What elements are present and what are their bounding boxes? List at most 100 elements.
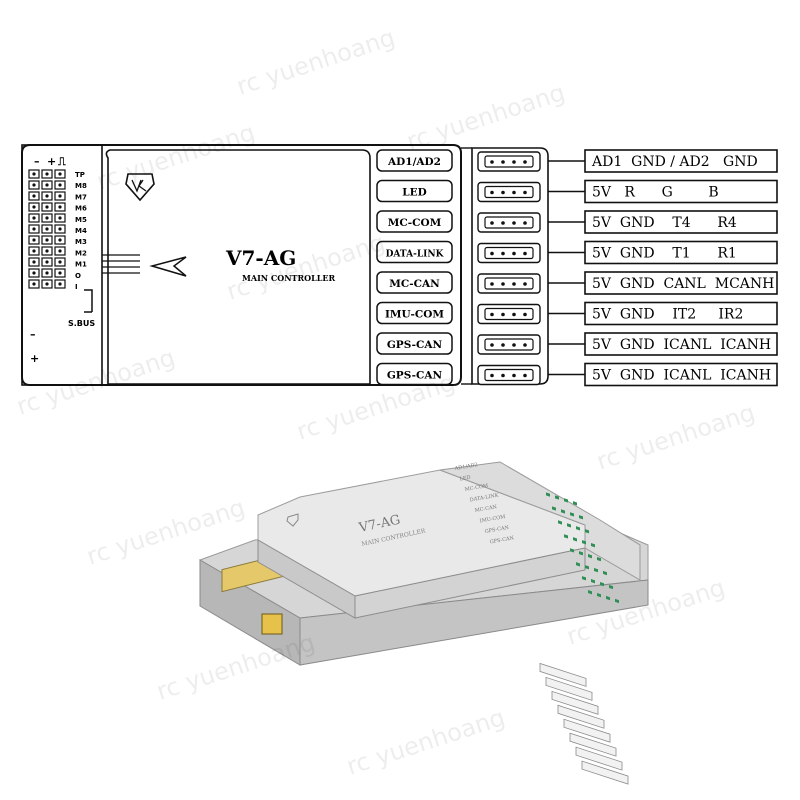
servo-pin (28, 224, 40, 234)
pinout-text: 5V GND CANL MCANH (592, 276, 774, 292)
watermark-text: rc yuenhoang (293, 368, 458, 445)
photo-port-label: MC-COM (464, 483, 488, 493)
product-photo: AD1/AD2LEDMC-COMDATA-LINKMC-CANIMU-COMGP… (198, 461, 649, 785)
servo-pin (28, 268, 40, 278)
channel-label: M8 (75, 182, 87, 190)
servo-pin (41, 235, 53, 245)
pinout-box (584, 332, 778, 356)
servo-pin (41, 202, 53, 212)
port-label-box (376, 332, 453, 355)
photo-connector (575, 576, 623, 771)
servo-pin (54, 202, 66, 212)
jst-connector (477, 303, 541, 325)
servo-pin (41, 169, 53, 179)
servo-pin (28, 180, 40, 190)
jst-connector (477, 212, 541, 233)
sbus-bracket (84, 289, 93, 313)
photo-connector (563, 548, 611, 743)
pinout-text: 5V R G B (592, 185, 719, 201)
pinout-box (584, 149, 778, 173)
servo-pin (54, 169, 66, 179)
watermark-layer: rc yuenhoang rc yuenhoang rc yuenhoang rc y… (13, 23, 758, 780)
servo-pin (28, 213, 40, 223)
servo-pin (54, 191, 66, 201)
jst-connector (477, 242, 541, 264)
pinout-text: AD1 GND / AD2 GND (591, 154, 758, 170)
housing-side (354, 547, 586, 619)
watermark-text: rc yuenhoang (343, 703, 508, 780)
header-minus: – (34, 155, 40, 168)
photo-port-label: MC-CAN (474, 504, 498, 514)
pinout-box (584, 210, 778, 234)
pinout-text: 5V GND T1 R1 (592, 246, 737, 262)
servo-pin (54, 268, 66, 278)
watermark-text: rc yuenhoang (153, 628, 318, 705)
photo-connector (551, 520, 599, 715)
servo-pin (54, 213, 66, 223)
controller-subtitle: MAIN CONTROLLER (242, 273, 335, 283)
servo-pin (54, 279, 66, 289)
watermark-text: rc yuenhoang (593, 398, 758, 475)
jst-connector (477, 334, 541, 355)
photo-port-label: DATA-LINK (469, 492, 499, 503)
sbus-label: S.BUS (68, 319, 95, 328)
servo-pin (54, 235, 66, 245)
pinout-box (584, 271, 778, 295)
port-label-box (376, 271, 453, 294)
photo-port-label: IMU-COM (479, 514, 506, 524)
base-plate-side (299, 579, 649, 666)
servo-pin (28, 169, 40, 179)
photo-port-label: AD1/AD2 (453, 462, 478, 472)
channel-label: M7 (75, 193, 87, 201)
port-label-box (376, 149, 453, 172)
main-panel-outline (105, 149, 371, 385)
photo-connector (581, 590, 629, 785)
servo-pin (41, 268, 53, 278)
jst-connector (477, 181, 541, 203)
pinout-box (584, 240, 778, 265)
connector-stack (439, 461, 641, 581)
channel-label: M3 (75, 238, 87, 246)
servo-pin (54, 180, 66, 190)
jst-connector (477, 273, 541, 294)
photo-logo-icon (286, 513, 299, 527)
pinout-box (584, 179, 778, 204)
servo-pin (28, 257, 40, 267)
pinout-text: 5V GND ICANL ICANH (592, 368, 771, 384)
photo-connector (539, 492, 587, 687)
port-label-box (376, 210, 453, 233)
photo-connector (545, 506, 593, 701)
port-label-box (376, 301, 453, 325)
power-minus-label: – (30, 328, 36, 341)
servo-pin (41, 279, 53, 289)
servo-pin (28, 191, 40, 201)
servo-pin (41, 246, 53, 256)
channel-label: M2 (75, 249, 87, 257)
servo-pin (28, 246, 40, 256)
connector-pins (539, 492, 629, 785)
port-label: MC-CAN (389, 278, 440, 290)
channel-label: M5 (75, 216, 87, 224)
pinout-box (584, 362, 778, 387)
port-row: GPS-CAN 5V GND ICANL ICANH (376, 362, 778, 387)
watermark-text: rc yuenhoang (403, 78, 568, 155)
channel-label: M1 (75, 261, 87, 269)
vk-shield-logo-icon (125, 173, 155, 202)
port-label-box (376, 362, 453, 386)
port-label: GPS-CAN (387, 370, 443, 382)
connector-rail-outline (471, 147, 549, 385)
channel-label: TP (75, 171, 85, 179)
channel-label: M6 (75, 205, 87, 213)
servo-pin (54, 257, 66, 267)
servo-block-outline (21, 144, 103, 386)
servo-pin (41, 224, 53, 234)
pinout-box (584, 301, 778, 326)
channel-label: M4 (75, 227, 87, 235)
header-signal: ⎍ (57, 155, 66, 168)
